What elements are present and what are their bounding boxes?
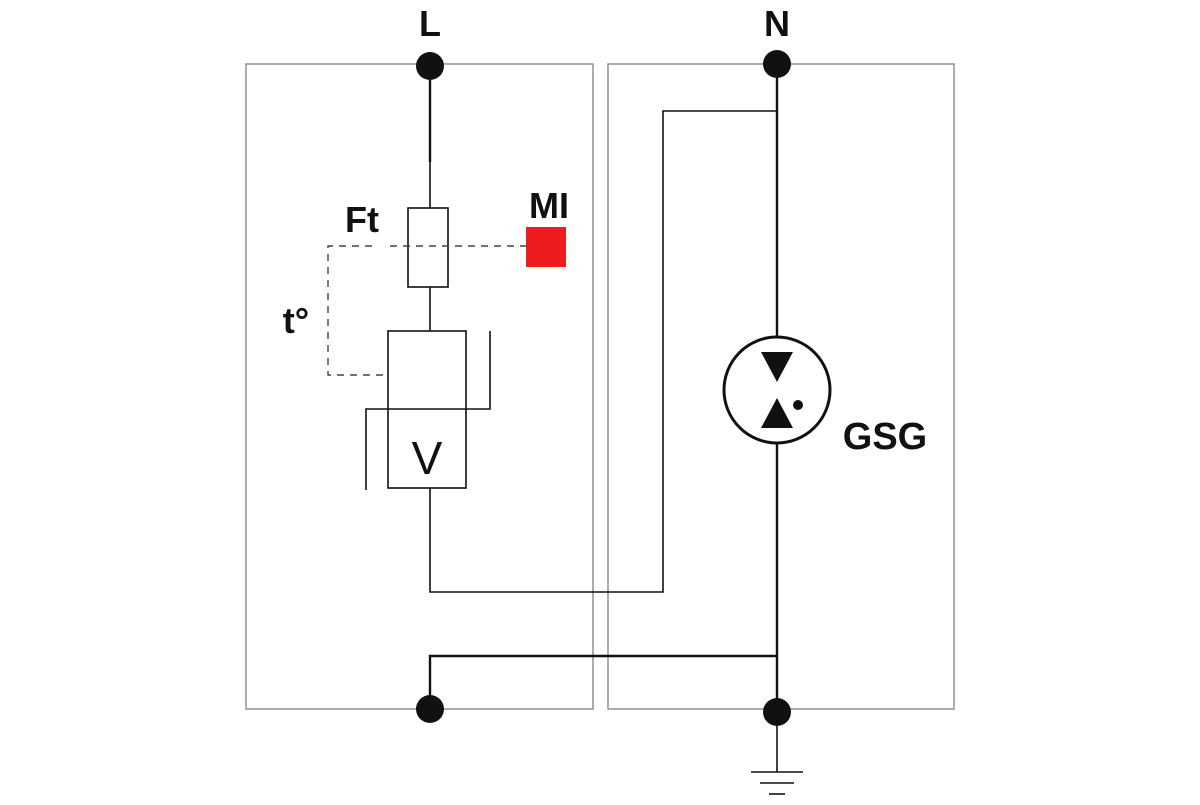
gsg-gas-dot	[793, 400, 803, 410]
terminal-L-bottom	[416, 695, 444, 723]
ground-icon	[751, 726, 803, 795]
wire-bottom-bus	[428, 654, 777, 707]
label-Ft: Ft	[345, 199, 379, 240]
gsg-upper-electrode	[761, 352, 793, 382]
wire-varistor-to-N	[429, 110, 777, 593]
label-MI: MI	[529, 185, 569, 226]
terminal-N-bottom	[763, 698, 791, 726]
varistor-characteristic	[365, 331, 491, 490]
module-right-housing	[607, 63, 955, 710]
module-left-housing	[245, 63, 594, 710]
mechanical-indicator	[526, 227, 566, 267]
thermal-link	[327, 245, 388, 376]
label-GSG: GSG	[843, 416, 927, 458]
label-V: V	[412, 432, 443, 484]
gsg-lower-electrode	[761, 398, 793, 428]
thermal-fuse	[407, 207, 449, 288]
label-L: L	[419, 3, 441, 44]
label-N: N	[764, 3, 790, 44]
label-temperature: t°	[283, 300, 309, 341]
